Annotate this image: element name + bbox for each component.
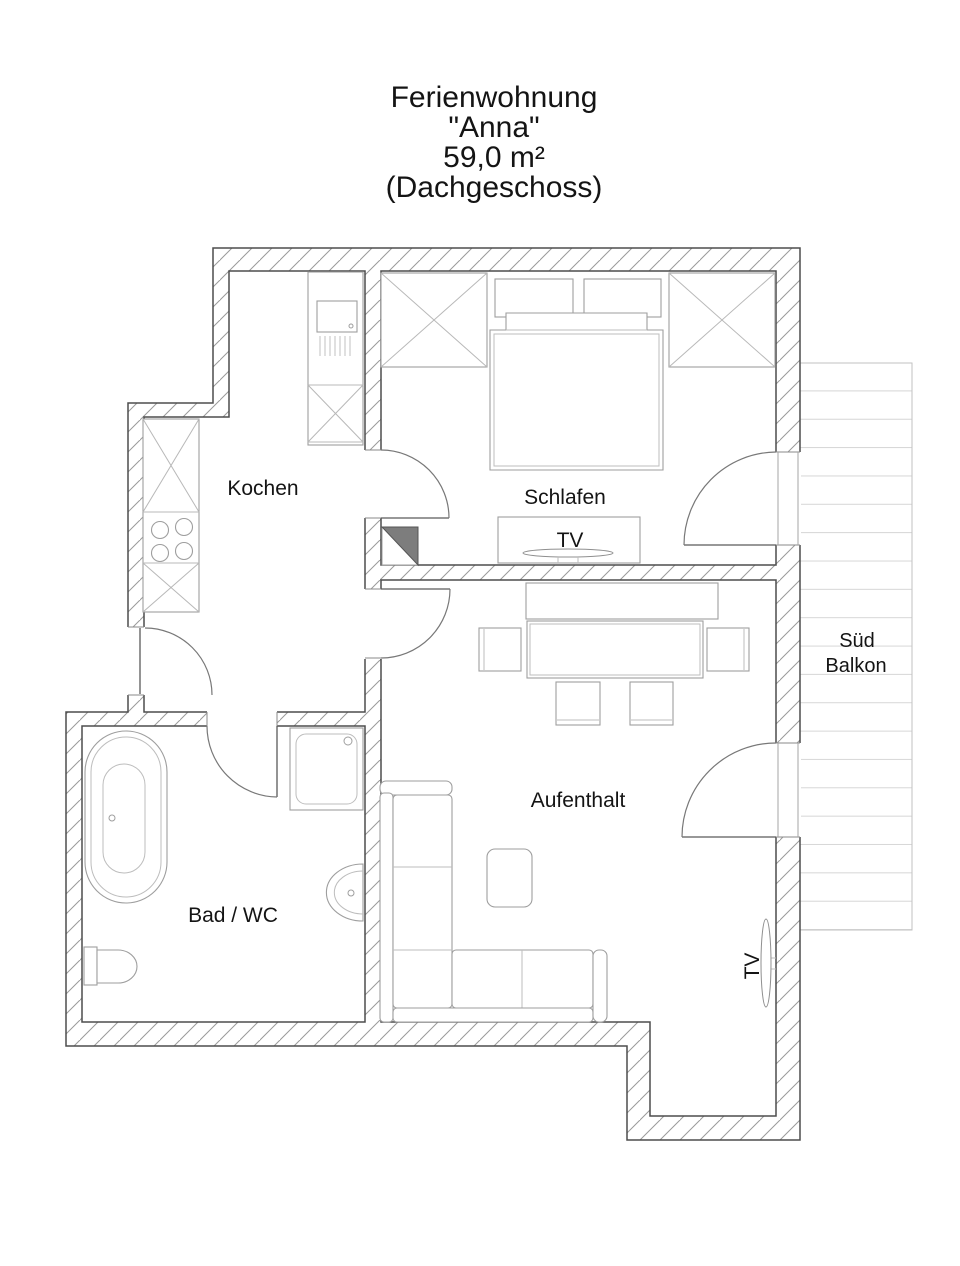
plan-title: Ferienwohnung "Anna" 59,0 m² (Dachgescho… [386,81,603,204]
balcony-label-line-1: Süd [839,630,875,652]
door-kitchen-bedroom [364,449,450,519]
room-label-living: Aufenthalt [531,789,626,812]
appliance-vent-lines [319,336,351,356]
dining-chairs [478,627,750,726]
title-line-4: (Dachgeschoss) [386,171,603,204]
walls [65,247,801,1141]
title-line-3: 59,0 m² [443,141,545,174]
dining-sideboard [525,582,719,620]
chair-left [478,627,522,672]
chair-right [706,627,750,672]
title-line-2: "Anna" [448,111,539,144]
tv-sideboard-bedroom: TV [497,516,641,564]
stove-burners [150,517,194,563]
pillow-right [583,278,662,318]
tv-label-bedroom: TV [557,529,584,552]
balcony: Süd Balkon [799,362,913,931]
toilet [83,946,138,986]
room-label-bedroom: Schlafen [524,486,606,509]
wall-tv-living: TV [741,918,776,1008]
bathtub [84,730,168,904]
door-entrance [127,626,213,696]
dining-table [526,620,704,679]
door-living-balcony [681,742,801,838]
tv-label-living: TV [741,953,764,980]
double-bed [489,278,664,471]
tv-screen-living [760,918,772,1008]
door-bedroom-balcony [683,451,801,546]
door-kitchen-living [364,588,451,659]
shower [289,727,364,811]
room-label-kitchen: Kochen [227,477,298,500]
corner-sofa [379,780,608,1023]
kitchen-tall-cabinet [307,271,364,446]
chair-bottom-right [629,681,674,726]
kitchen-appliance [316,300,358,333]
wardrobe-left [380,272,488,368]
balcony-label-line-2: Balkon [825,655,886,677]
wardrobe-right [668,272,776,368]
chair-bottom-left [555,681,601,726]
balcony-deck [799,362,913,931]
room-label-bath: Bad / WC [188,904,278,927]
washbasin [325,863,364,922]
tv-screen-bedroom [522,548,614,558]
title-line-1: Ferienwohnung [391,81,598,114]
coffee-table [486,848,533,908]
chimney [380,526,419,567]
kitchen-counter [142,418,200,613]
pillow-left [494,278,574,318]
door-bath [206,711,278,798]
